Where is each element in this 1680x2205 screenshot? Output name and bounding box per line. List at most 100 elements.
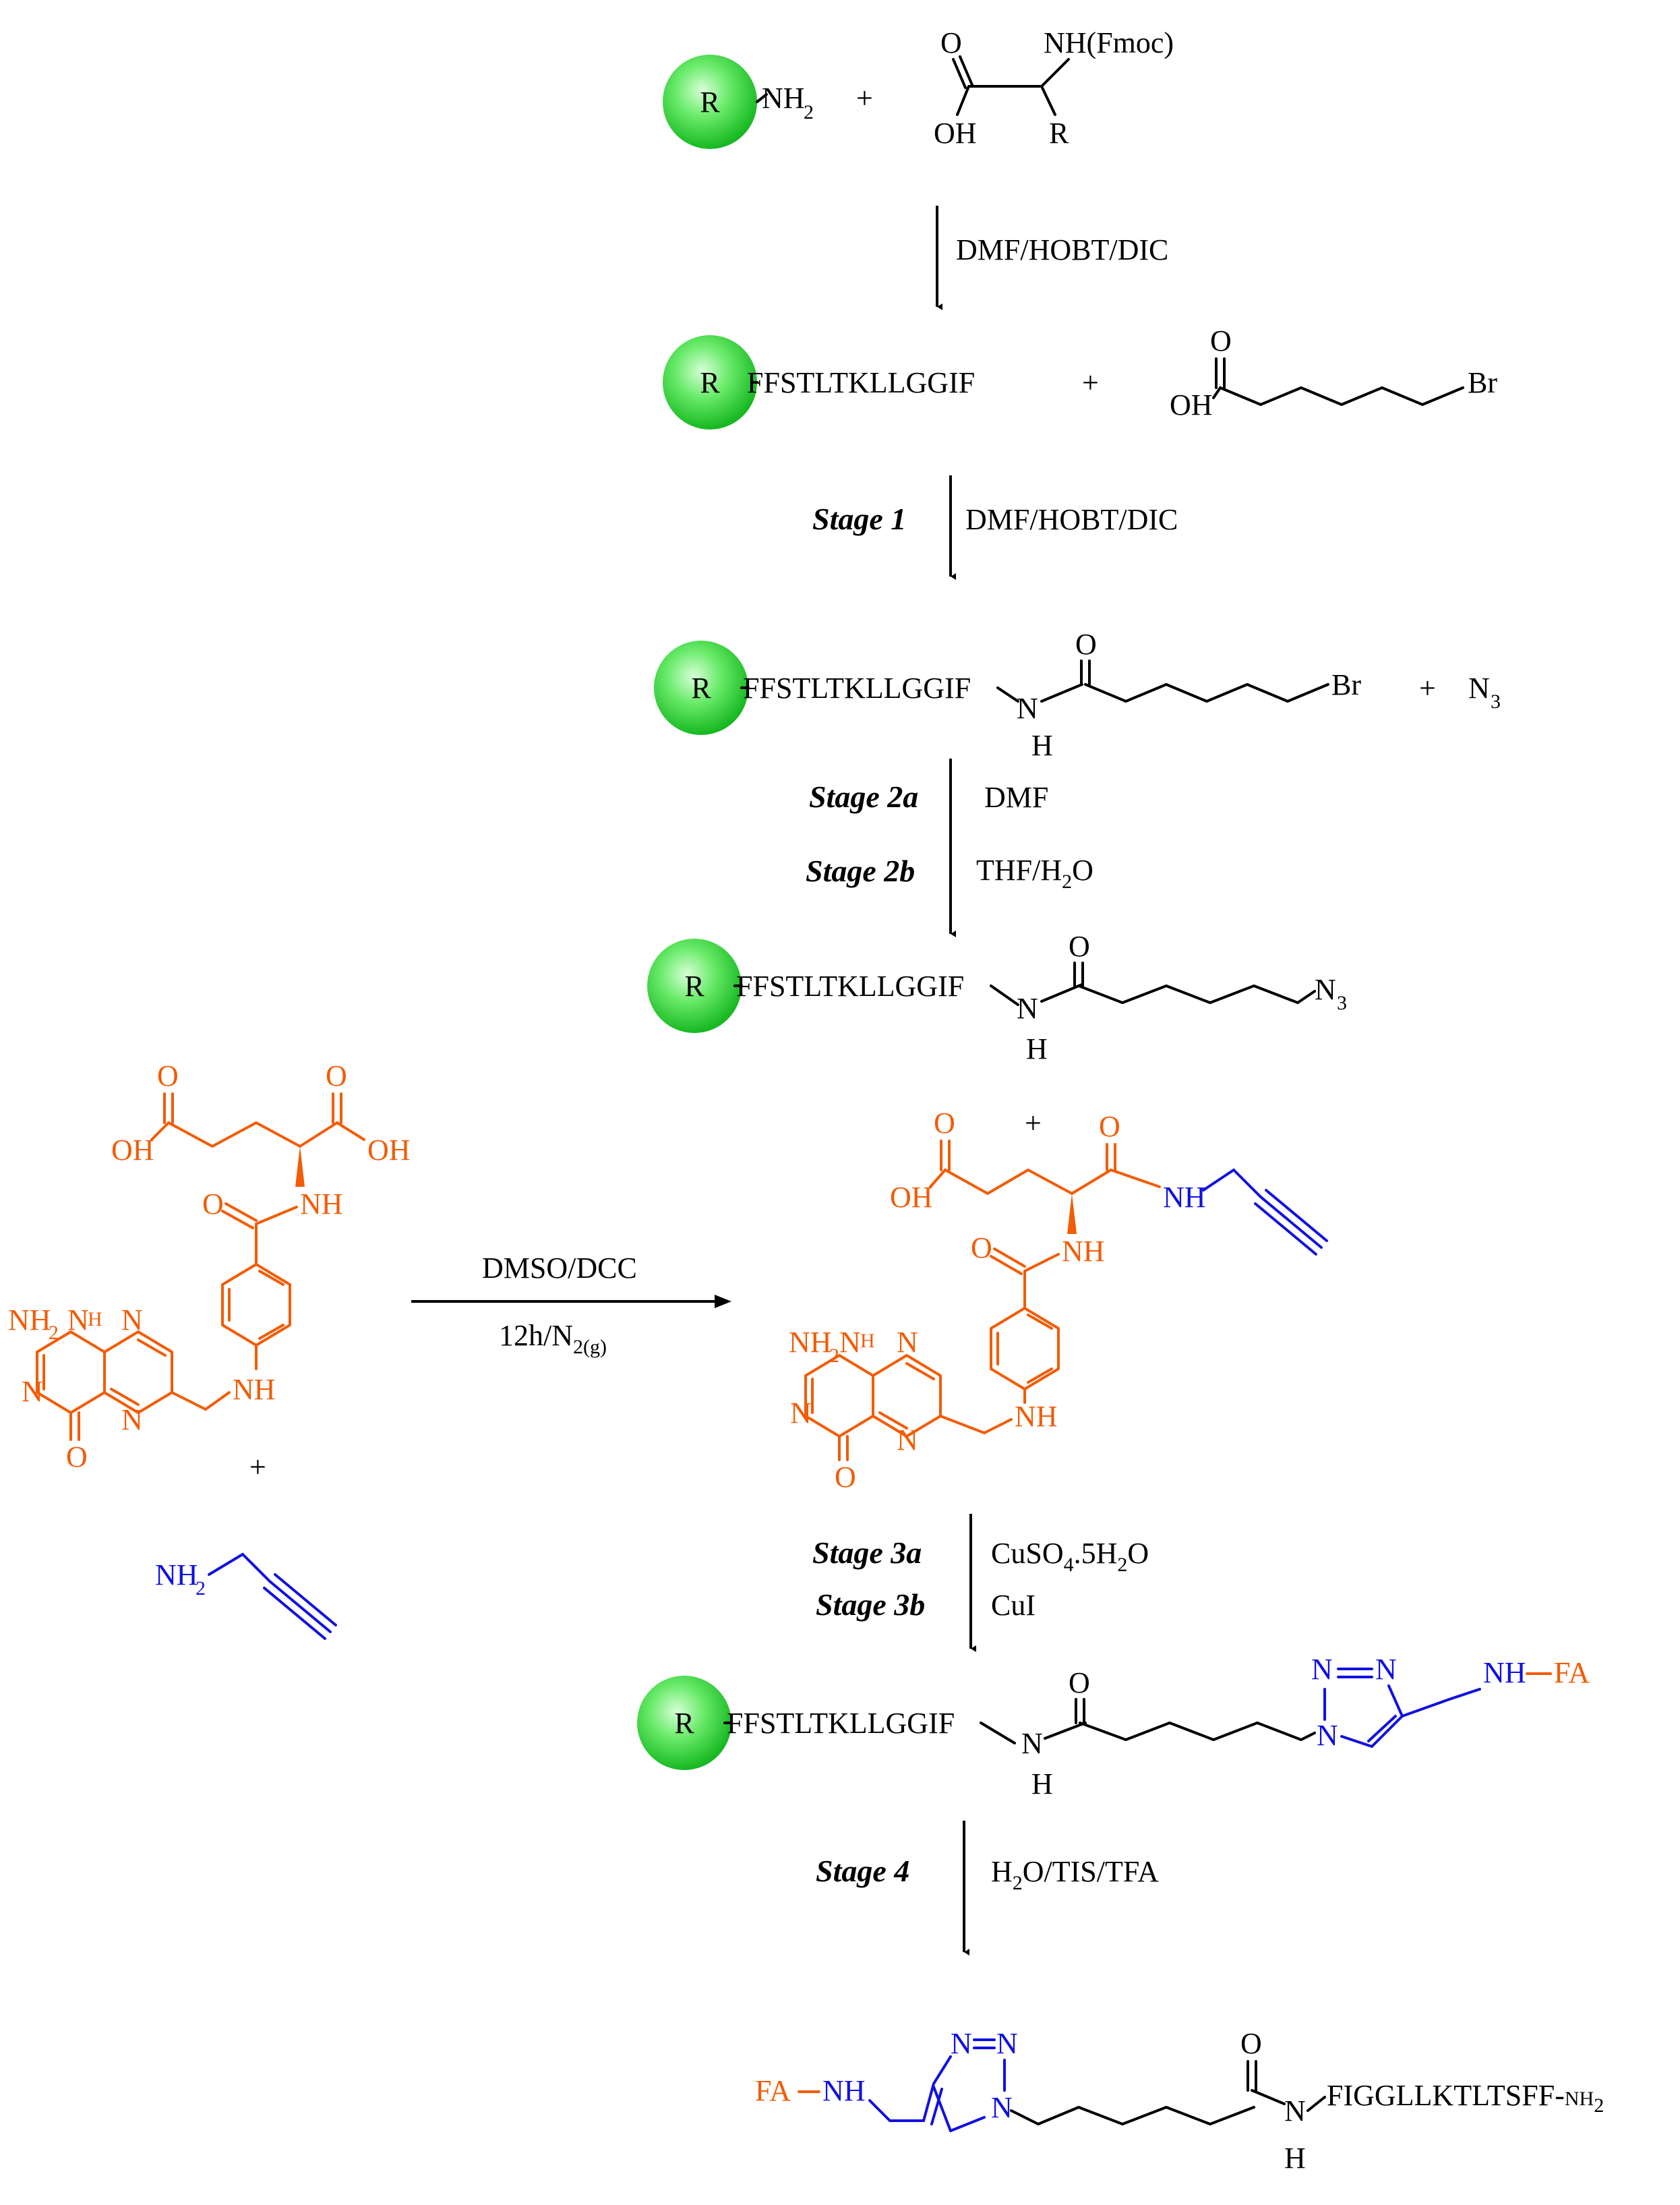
svg-text:O: O [326,1059,347,1092]
svg-text:N: N [67,1303,89,1336]
svg-text:O: O [1240,2027,1262,2060]
svg-text:H: H [88,1308,102,1330]
svg-text:H: H [1026,1032,1048,1065]
svg-text:N: N [1375,1653,1397,1686]
svg-text:R: R [684,970,704,1003]
svg-text:NH: NH [1015,1400,1058,1433]
svg-text:Br: Br [1468,366,1497,399]
svg-text:N: N [897,1423,918,1457]
stage4-label: Stage 4 [816,1854,909,1888]
svg-text:2: 2 [829,1345,839,1367]
svg-text:2: 2 [804,101,814,123]
stage3a-label: Stage 3a [812,1535,922,1570]
svg-text:O: O [940,26,962,59]
svg-text:2: 2 [49,1322,59,1344]
svg-text:R: R [674,1707,694,1740]
svg-text:N: N [951,2027,972,2060]
svg-text:NH: NH [155,1558,198,1591]
svg-text:NH: NH [1163,1181,1206,1214]
svg-text:N: N [996,2027,1018,2060]
resin-bead-icon [647,939,742,1033]
svg-text:O: O [971,1231,992,1264]
bromohexanoic-acid: O OH Br [1170,324,1497,421]
stage3b-label: Stage 3b [816,1587,925,1622]
resin-label: R [700,86,720,119]
svg-text:FA: FA [1554,1656,1590,1689]
svg-text:O: O [66,1440,88,1473]
svg-text:OH: OH [934,117,977,150]
resin-peptide-bromo: R FFSTLTKLLGGIF N H O Br [654,628,1361,762]
svg-text:R: R [1049,117,1069,150]
stage2a-reagent: DMF [984,781,1048,814]
fmoc-amino-acid: O NH(Fmoc) OH R [934,26,1174,150]
svg-text:O: O [202,1187,224,1221]
svg-text:OH: OH [890,1181,933,1214]
resin-peptide-azide: R FFSTLTKLLGGIF N H O N 3 [647,930,1347,1065]
reactant-resin-amine: R NH 2 [663,55,814,149]
svg-text:N: N [22,1375,43,1408]
stage3b-reagent: CuI [991,1589,1036,1622]
plus-sign: + [1082,366,1099,399]
svg-text:N: N [991,2091,1013,2124]
resin-bead-icon [654,641,748,735]
plus-sign: + [856,82,873,115]
resin-bead-icon [637,1676,731,1770]
svg-text:N: N [790,1396,812,1430]
folate-alkyne: + O OH O NH NH O NH [789,1107,1328,1494]
svg-text:N: N [839,1326,861,1359]
resin-bead-icon [663,55,757,149]
svg-text:N: N [1311,1653,1333,1686]
svg-text:+: + [1025,1107,1042,1140]
stage4-reagent: H2O/TIS/TFA [991,1855,1159,1894]
svg-text:O: O [1069,930,1090,963]
svg-text:O: O [1069,1666,1090,1699]
resin-peptide-1: R FFSTLTKLLGGIF [663,335,975,430]
svg-text:N: N [897,1326,918,1359]
coupling-conditions: 12h/N2(g) [499,1319,607,1358]
svg-text:NH: NH [300,1187,343,1221]
propargylamine: NH 2 [155,1553,337,1640]
svg-text:NH: NH [789,1326,832,1359]
svg-text:N: N [121,1303,143,1336]
svg-text:N: N [1021,1727,1043,1760]
svg-text:NH: NH [1062,1235,1105,1268]
svg-text:NH: NH [1483,1656,1526,1689]
nh2-label: NH [762,82,805,115]
stage3a-reagent: CuSO4.5H2O [991,1537,1149,1576]
svg-text:N: N [1017,992,1038,1025]
azide-label: N [1468,672,1490,705]
plus-sign: + [249,1450,266,1483]
svg-text:N: N [1284,2094,1306,2127]
plus-sign: + [1419,672,1436,705]
peptide-sequence: FFSTLTKLLGGIF [747,366,975,399]
final-product: FA NH N N N O N H FIGGLLKTLTSFF-NH2 [755,2027,1604,2175]
svg-text:OH: OH [1170,388,1213,421]
stage1-reagent: DMF/HOBT/DIC [965,503,1178,536]
resin-bead-icon [663,335,757,430]
resin-peptide-triazole: R FFSTLTKLLGGIF N H O N N N NH FA [637,1653,1590,1800]
svg-text:O: O [934,1107,955,1140]
stage2a-label: Stage 2a [809,780,918,814]
stage2b-label: Stage 2b [806,854,915,888]
svg-text:R: R [691,672,711,705]
svg-text:O: O [1210,324,1232,357]
svg-text:N: N [1017,692,1038,725]
svg-text:NH: NH [822,2074,866,2107]
reagent-step1: DMF/HOBT/DIC [956,233,1168,266]
peptide-sequence: FFSTLTKLLGGIF [736,970,964,1003]
svg-text:N: N [121,1403,143,1436]
svg-text:O: O [1075,628,1097,661]
svg-text:H: H [1031,1767,1053,1800]
svg-text:O: O [1099,1110,1120,1143]
folic-acid: O OH O OH NH O NH N N N H [8,1059,411,1473]
svg-text:O: O [157,1059,179,1092]
svg-text:NH(Fmoc): NH(Fmoc) [1044,26,1174,59]
svg-text:N: N [1315,973,1336,1006]
svg-text:O: O [835,1461,856,1494]
coupling-reagent: DMSO/DCC [482,1252,637,1285]
svg-text:3: 3 [1491,690,1501,713]
svg-text:R: R [700,366,720,399]
svg-text:NH: NH [8,1303,51,1336]
svg-text:NH: NH [233,1373,276,1406]
svg-text:H: H [1031,729,1053,762]
